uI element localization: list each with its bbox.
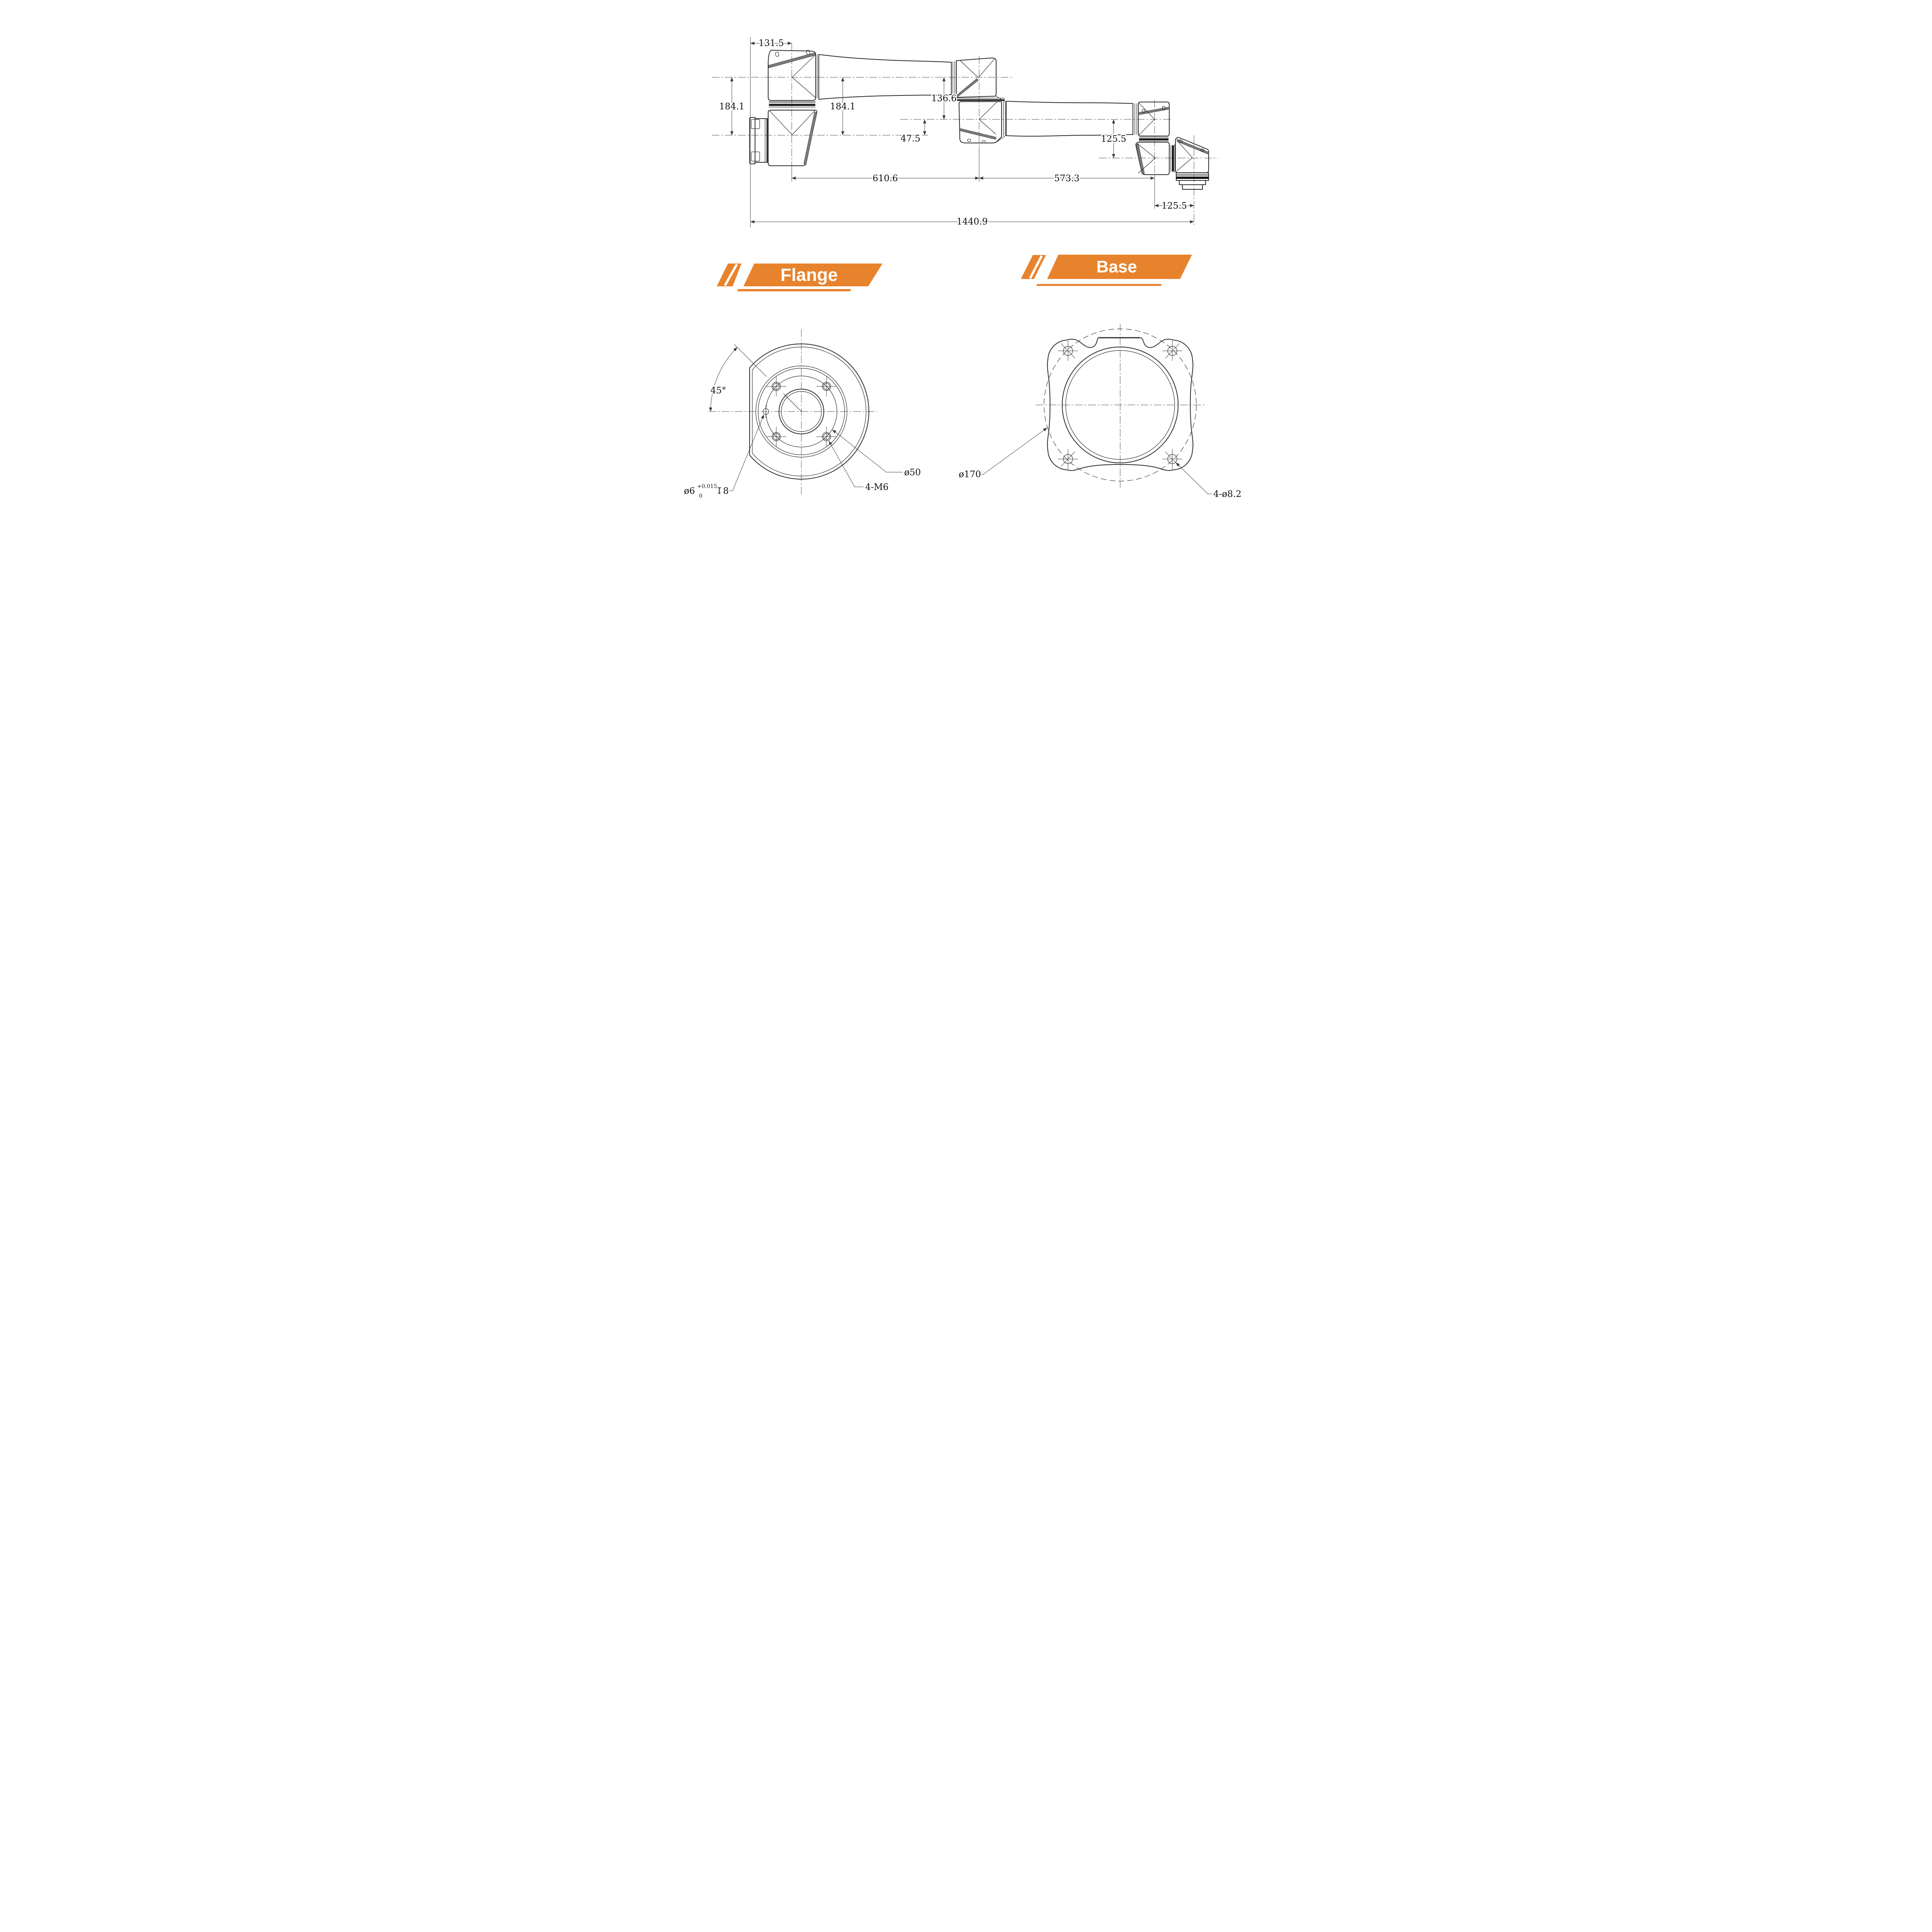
dim-elbow-offset: 47.5 <box>901 134 920 144</box>
elbow-joint-lower <box>959 96 1006 143</box>
technical-drawing-page: 131.5 184.1 184.1 136.6 47.5 610.6 573.3… <box>655 0 1277 513</box>
centerlines <box>712 43 1218 225</box>
dim-mid-height: 184.1 <box>830 102 855 112</box>
flange-pin-label: ø6 <box>684 486 695 496</box>
flange-banner-body <box>743 264 883 286</box>
flange-pin-hole <box>762 405 769 418</box>
upper-arm-link <box>818 54 955 100</box>
base-bolt-circle <box>1044 328 1197 481</box>
base-banner-stripe <box>1021 255 1046 279</box>
base-view: ø170 4-ø8.2 <box>957 324 1243 500</box>
dim-forearm-span: 573.3 <box>1054 173 1080 184</box>
flange-thread-holes-label: 4-M6 <box>865 482 889 492</box>
flange-thread-holes-leader <box>828 440 864 487</box>
robot-dimension-drawing: 131.5 184.1 184.1 136.6 47.5 610.6 573.3… <box>655 0 1277 513</box>
shoulder-joint-upper <box>768 50 819 101</box>
dim-left-height: 184.1 <box>719 102 745 112</box>
dim-elbow-drop: 136.6 <box>931 94 957 104</box>
forearm-link <box>1006 101 1137 137</box>
dim-wrist-offset: 125.5 <box>1162 201 1187 211</box>
base-banner-underline <box>1036 284 1162 286</box>
flange-bolt-holes <box>766 376 837 447</box>
flange-pin-leader <box>728 414 764 491</box>
elbow-joint-upper <box>956 58 1005 101</box>
shoulder-joint-lower <box>768 110 818 166</box>
base-mount <box>749 117 768 164</box>
base-section-banner: Base <box>1021 255 1192 286</box>
flange-bolt-circle-leader <box>832 429 903 473</box>
base-banner-body <box>1047 255 1192 279</box>
base-holes-leader <box>1175 462 1212 494</box>
base-section-title: Base <box>1096 257 1137 276</box>
flange-view: 45° ø50 4-M6 ø6 +0.015 0 ↧8 <box>683 329 922 500</box>
flange-banner-underline <box>737 289 851 291</box>
robot-side-view: 131.5 184.1 184.1 136.6 47.5 610.6 573.3… <box>712 37 1218 228</box>
flange-angle-label: 45° <box>711 386 726 396</box>
base-bolt-circle-leader <box>980 427 1048 475</box>
base-corner-holes <box>1058 341 1182 469</box>
shoulder-neck-rings <box>769 101 816 107</box>
dim-top-width: 131.5 <box>759 38 784 48</box>
wrist-joint-1 <box>1138 102 1170 141</box>
dim-total-reach: 1440.9 <box>957 217 988 227</box>
base-plate-outline <box>1047 337 1194 471</box>
base-holes-label: 4-ø8.2 <box>1213 489 1242 499</box>
flange-pin-depth: ↧8 <box>716 486 729 496</box>
flange-pin-tol-sup: +0.015 <box>697 483 717 490</box>
flange-section-banner: Flange <box>717 264 883 291</box>
tool-flange <box>1176 172 1209 190</box>
flange-bolt-circle-label: ø50 <box>904 468 921 478</box>
flange-banner-stripe <box>717 264 742 286</box>
base-bolt-circle-label: ø170 <box>959 469 981 480</box>
dimension-lines <box>730 41 1194 224</box>
dim-upper-arm-span: 610.6 <box>872 173 898 184</box>
wrist-joint-3 <box>1175 137 1209 173</box>
flange-pin-tol-sub: 0 <box>699 493 702 499</box>
dim-wrist-drop: 125.5 <box>1101 134 1126 144</box>
flange-angle-dim <box>709 344 767 412</box>
flange-section-title: Flange <box>781 265 838 285</box>
wrist-joint-2 <box>1135 142 1175 175</box>
